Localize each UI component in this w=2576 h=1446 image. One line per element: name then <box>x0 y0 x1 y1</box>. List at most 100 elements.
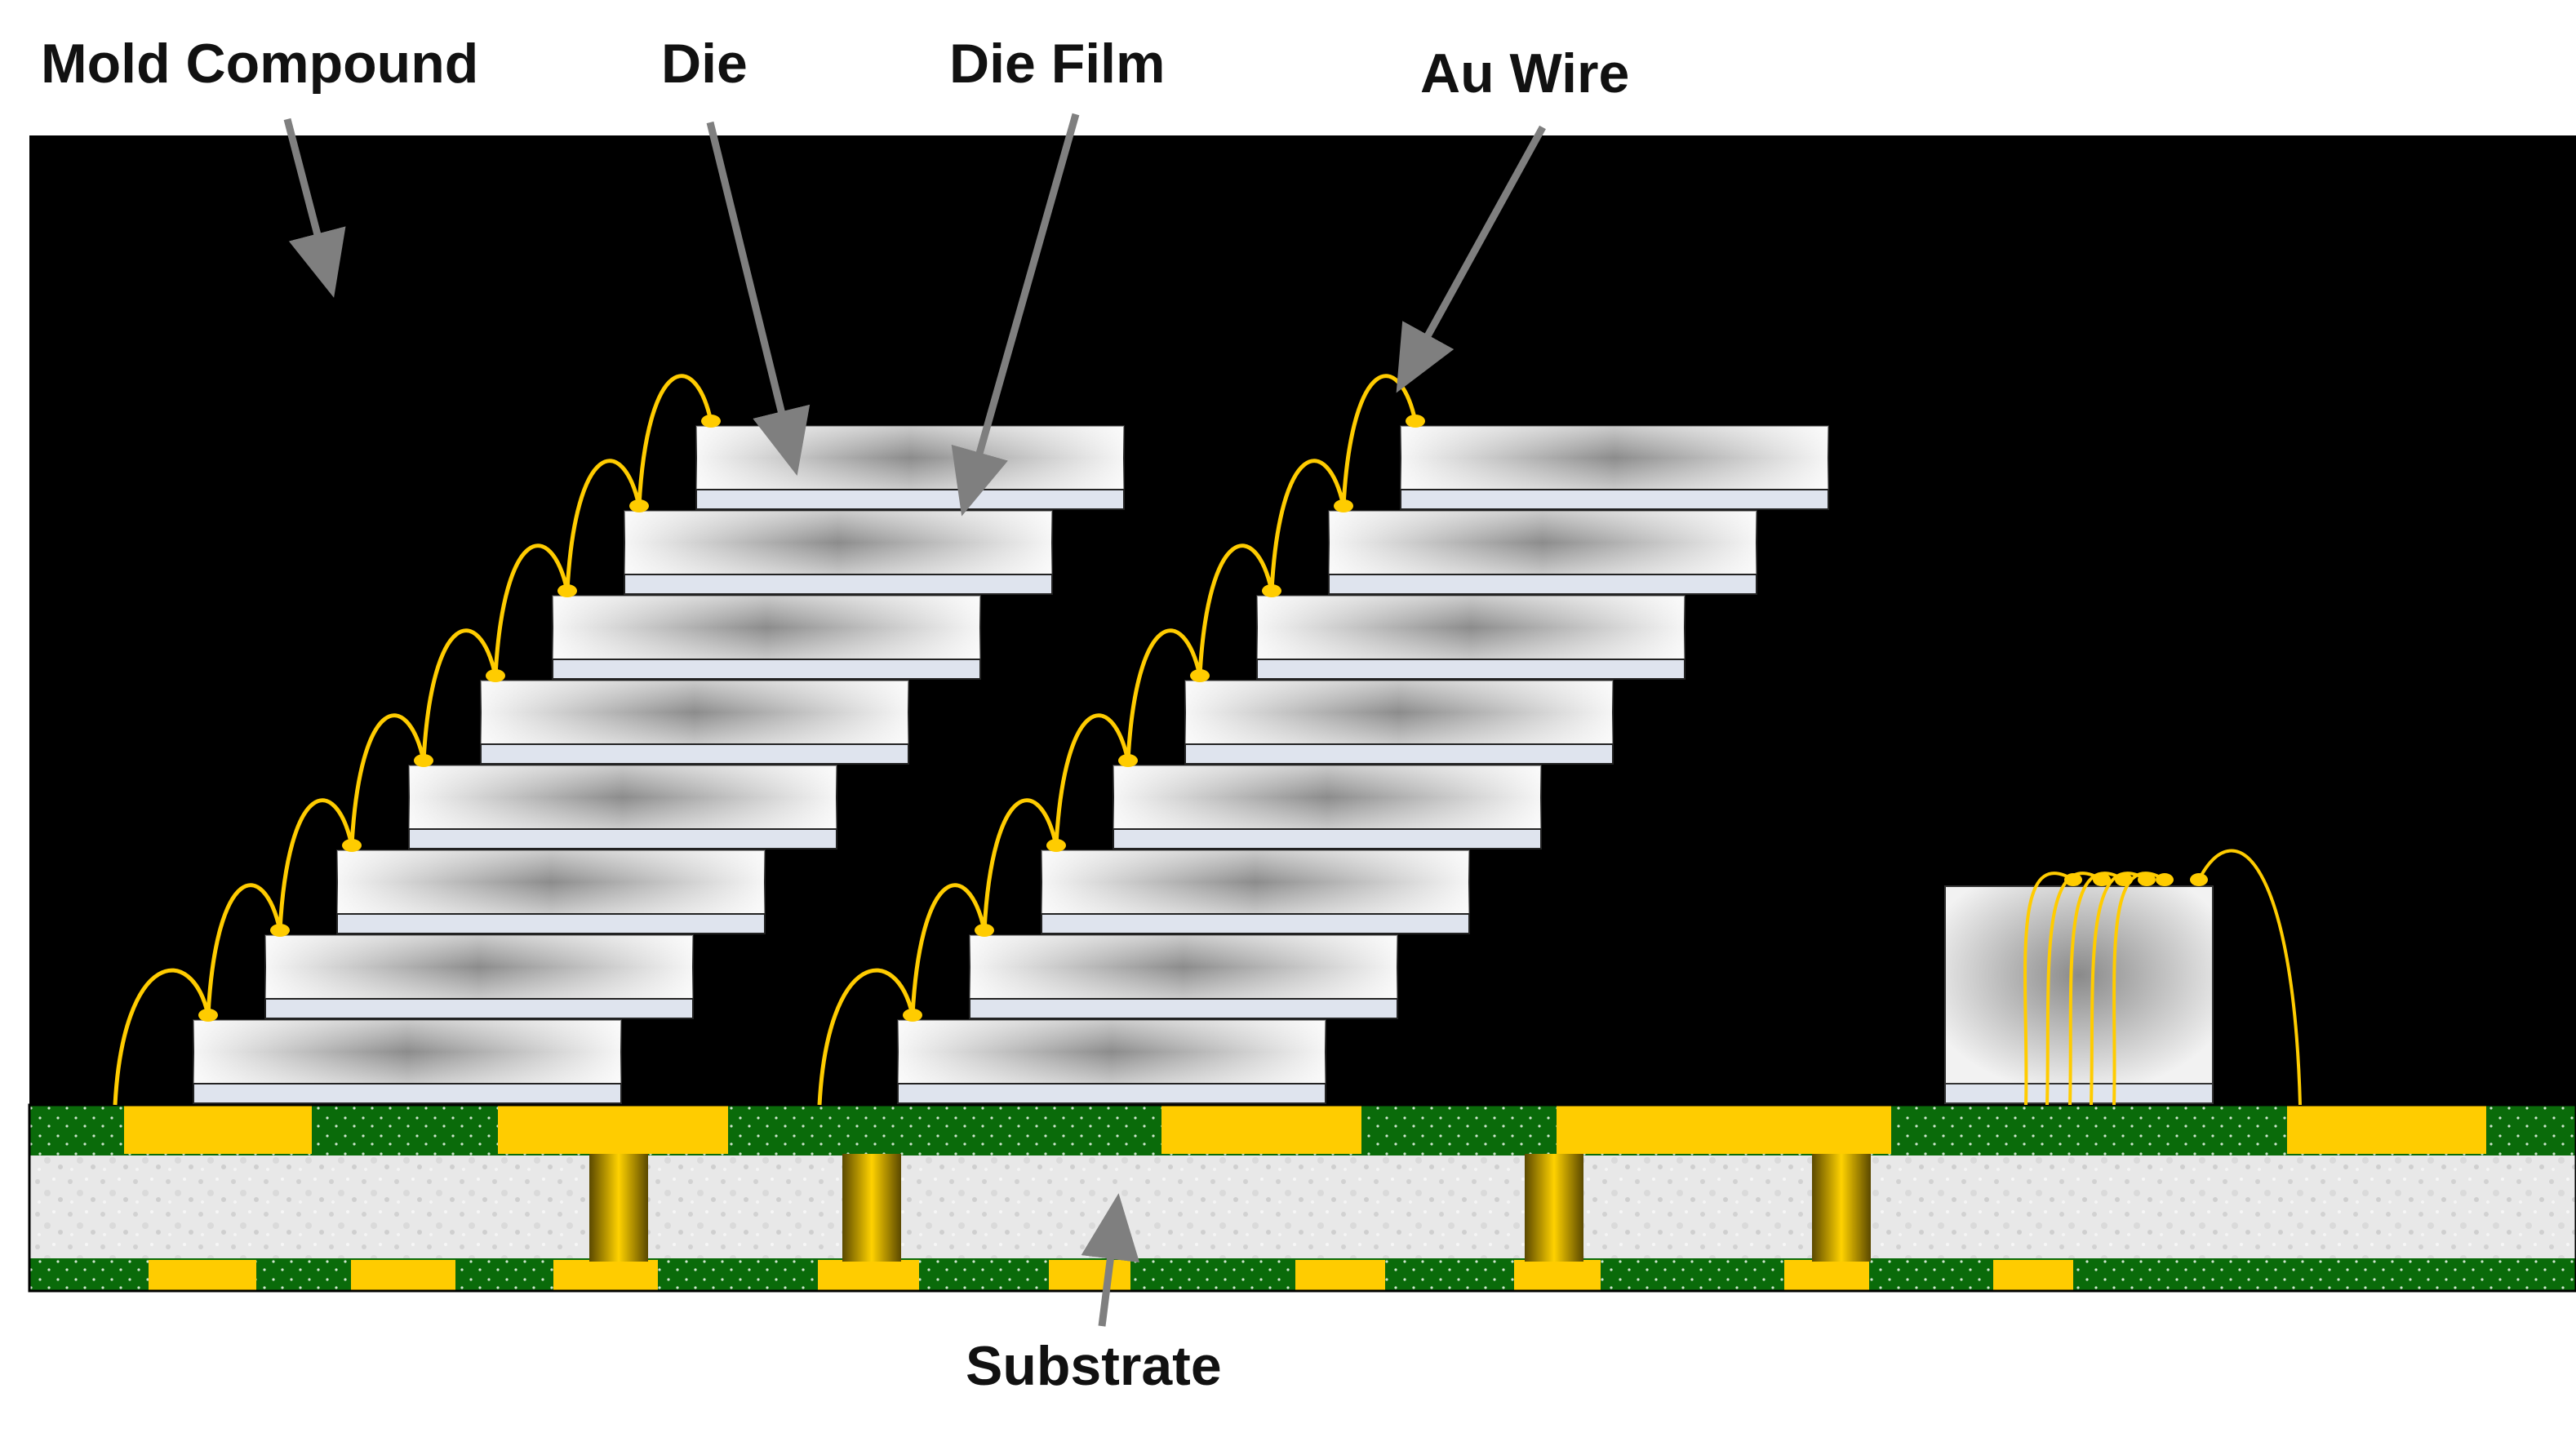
middle-stack-wire-5 <box>1126 628 1202 761</box>
middle-stack-die-film-4 <box>1113 828 1542 849</box>
au-wire-arrow <box>1396 125 1546 393</box>
middle-stack-die-film-6 <box>1256 659 1686 680</box>
substrate-core <box>29 1155 2576 1258</box>
bottom-pad-2 <box>351 1260 455 1291</box>
die-film-label: Die Film <box>949 33 1166 95</box>
left-stack-wire-6 <box>493 543 570 676</box>
bottom-pad-5 <box>1049 1260 1130 1291</box>
controller-wire-1 <box>2023 872 2075 1106</box>
left-stack-die-film-6 <box>552 659 981 680</box>
left-stack-wire-3 <box>278 798 354 931</box>
left-stack-wire-2 <box>206 883 282 1016</box>
left-stack-die-6-sheen <box>553 596 980 659</box>
middle-stack-wire-1 <box>817 968 915 1106</box>
bottom-pad-4 <box>818 1260 919 1291</box>
middle-stack-die-7-sheen <box>1329 511 1757 574</box>
middle-stack-die-film-8 <box>1400 489 1829 510</box>
left-stack-die-film-7 <box>624 574 1053 595</box>
left-stack-wire-5 <box>421 628 498 761</box>
controller-wire-6 <box>2197 849 2302 1106</box>
left-stack-wire-7 <box>565 459 642 592</box>
middle-stack-wire-3 <box>982 798 1059 931</box>
top-pad-5 <box>2287 1105 2486 1154</box>
middle-stack-die-6-sheen <box>1257 596 1685 659</box>
middle-stack-wire-8 <box>1341 374 1418 507</box>
controller-die-body <box>1944 885 2214 1084</box>
middle-die-stack <box>897 425 1829 1104</box>
controller-bond-wires <box>2023 849 2302 1106</box>
via-4 <box>1812 1154 1871 1262</box>
substrate-outline <box>28 1103 2576 1293</box>
controller-wire-2 <box>2045 872 2103 1106</box>
au-bond-wires <box>113 374 1425 1106</box>
left-stack-die-7-sheen <box>624 511 1052 574</box>
substrate-bottom-pads <box>149 1260 2073 1291</box>
middle-stack-die-4-sheen <box>1113 765 1541 829</box>
top-pad-4 <box>1557 1105 1891 1154</box>
bottom-pad-6 <box>1295 1260 1385 1291</box>
bottom-pad-1 <box>149 1260 256 1291</box>
left-stack-die-film-4 <box>408 828 837 849</box>
substrate <box>28 1103 2576 1293</box>
via-3 <box>1525 1154 1583 1262</box>
au-wire-label: Au Wire <box>1420 42 1630 104</box>
middle-stack-die-film-5 <box>1184 743 1614 765</box>
middle-stack-die-1-sheen <box>898 1020 1326 1084</box>
substrate-arrow <box>1081 1193 1140 1327</box>
middle-stack-wire-6 <box>1197 543 1274 676</box>
substrate-top-pads <box>124 1105 2486 1154</box>
left-stack-wire-1 <box>113 968 211 1106</box>
substrate-vias <box>589 1154 1871 1262</box>
left-die-stack <box>193 425 1125 1104</box>
die-film-arrow <box>951 113 1080 517</box>
left-stack-wire-8 <box>637 374 713 507</box>
controller-die-film <box>1944 1083 2214 1104</box>
left-stack-die-1-sheen <box>193 1020 621 1084</box>
top-pad-1 <box>124 1105 312 1154</box>
left-stack-die-5-sheen <box>481 681 908 744</box>
left-stack-bond-ball-8 <box>701 415 721 428</box>
left-stack-die-8-sheen <box>696 426 1124 490</box>
left-stack-die-3-sheen <box>337 850 765 914</box>
middle-stack-bond-ball-8 <box>1406 415 1425 428</box>
bottom-pad-7 <box>1514 1260 1601 1291</box>
middle-stack-die-8-sheen <box>1401 426 1828 490</box>
middle-stack-die-3-sheen <box>1042 850 1469 914</box>
bottom-pad-8 <box>1784 1260 1869 1291</box>
middle-stack-die-film-3 <box>1041 913 1470 934</box>
middle-stack-wire-2 <box>910 883 987 1016</box>
top-pad-3 <box>1161 1105 1361 1154</box>
middle-stack-wire-7 <box>1269 459 1346 592</box>
mold-compound-label: Mold Compound <box>41 33 479 95</box>
left-stack-wire-4 <box>349 713 426 846</box>
top-pad-2 <box>498 1105 728 1154</box>
middle-stack-die-film-7 <box>1328 574 1757 595</box>
controller-wire-5 <box>2112 872 2166 1106</box>
middle-stack-die-5-sheen <box>1185 681 1613 744</box>
controller-bond-ball-4 <box>2138 873 2156 886</box>
controller-wire-4 <box>2090 872 2148 1106</box>
die-arrow <box>706 121 811 476</box>
controller-die <box>1944 885 2214 1104</box>
substrate-label: Substrate <box>966 1335 1222 1397</box>
bottom-pad-3 <box>553 1260 658 1291</box>
left-stack-die-film-5 <box>480 743 909 765</box>
middle-stack-die-film-2 <box>969 998 1398 1019</box>
left-stack-die-film-3 <box>336 913 766 934</box>
left-stack-die-4-sheen <box>409 765 837 829</box>
controller-bond-ball-6 <box>2190 873 2208 886</box>
die-label: Die <box>661 33 748 95</box>
middle-stack-die-2-sheen <box>970 935 1397 999</box>
controller-wire-3 <box>2068 872 2125 1106</box>
middle-stack-wire-4 <box>1054 713 1130 846</box>
mold-compound-arrow <box>283 118 346 298</box>
left-stack-die-film-1 <box>193 1083 622 1104</box>
middle-stack-die-film-1 <box>897 1083 1326 1104</box>
left-stack-die-film-8 <box>695 489 1125 510</box>
via-2 <box>842 1154 901 1262</box>
left-stack-die-film-2 <box>264 998 694 1019</box>
via-1 <box>589 1154 648 1262</box>
bottom-pad-9 <box>1993 1260 2073 1291</box>
controller-bond-ball-5 <box>2156 873 2174 886</box>
